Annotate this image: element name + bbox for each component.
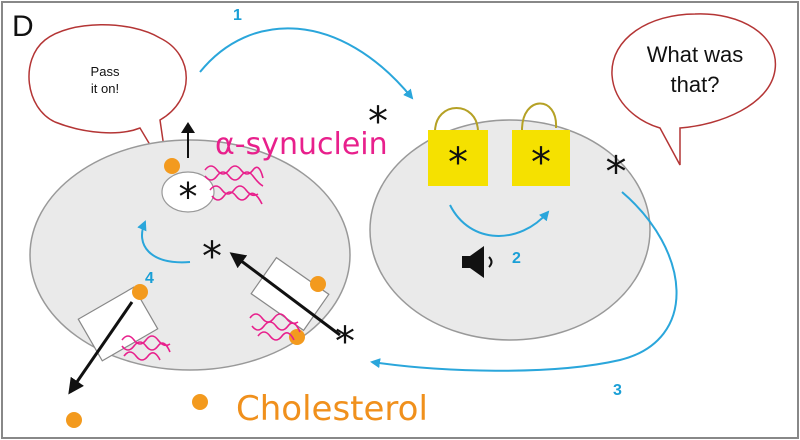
bubble-right-line1: What was	[647, 42, 744, 67]
cholesterol-dot	[289, 329, 305, 345]
cholesterol-dot	[66, 412, 82, 428]
padlock-icon: *	[512, 102, 570, 186]
padlock-icon: *	[428, 107, 488, 186]
step-3-arrow	[370, 191, 678, 372]
speaker-icon	[462, 246, 493, 278]
step-2-label: 2	[512, 250, 521, 267]
synuclein-label: α-synuclein	[215, 127, 388, 162]
asterisk-icon: *	[179, 175, 198, 219]
panel-label: D	[12, 10, 34, 43]
asterisk-icon: *	[335, 319, 355, 365]
step-1-arrow	[199, 27, 414, 100]
synuclein-strands-bottom-left	[121, 335, 171, 361]
svg-text:*: *	[448, 140, 468, 186]
speech-bubble-left: Pass it on!	[28, 24, 187, 176]
bubble-right-line2: that?	[671, 72, 720, 97]
step-1-label: 1	[233, 7, 242, 24]
cholesterol-dot	[310, 276, 326, 292]
asterisk-icon: *	[368, 99, 388, 145]
step-3-label: 3	[613, 382, 622, 399]
cholesterol-dot	[164, 158, 180, 174]
cholesterol-dot	[132, 284, 148, 300]
svg-text:*: *	[531, 140, 551, 186]
step-2-arrow	[449, 204, 550, 237]
bubble-left-line2: it on!	[91, 81, 119, 96]
step-4-arrow	[137, 220, 191, 264]
cholesterol-label: Cholesterol	[236, 389, 428, 429]
step-4-label: 4	[145, 270, 154, 287]
asterisk-icon: *	[606, 147, 627, 196]
release-arrow-head	[181, 122, 195, 133]
transporter-left	[68, 286, 159, 395]
synuclein-strands-bottom-right	[249, 313, 301, 341]
cholesterol-dot	[192, 394, 208, 410]
asterisk-icon: *	[202, 234, 222, 280]
synuclein-strands-top	[204, 165, 264, 205]
transporter-right	[229, 252, 341, 337]
speech-bubble-right: What was that?	[611, 13, 777, 166]
vesicle	[161, 171, 215, 213]
bubble-left-line1: Pass	[91, 64, 120, 79]
